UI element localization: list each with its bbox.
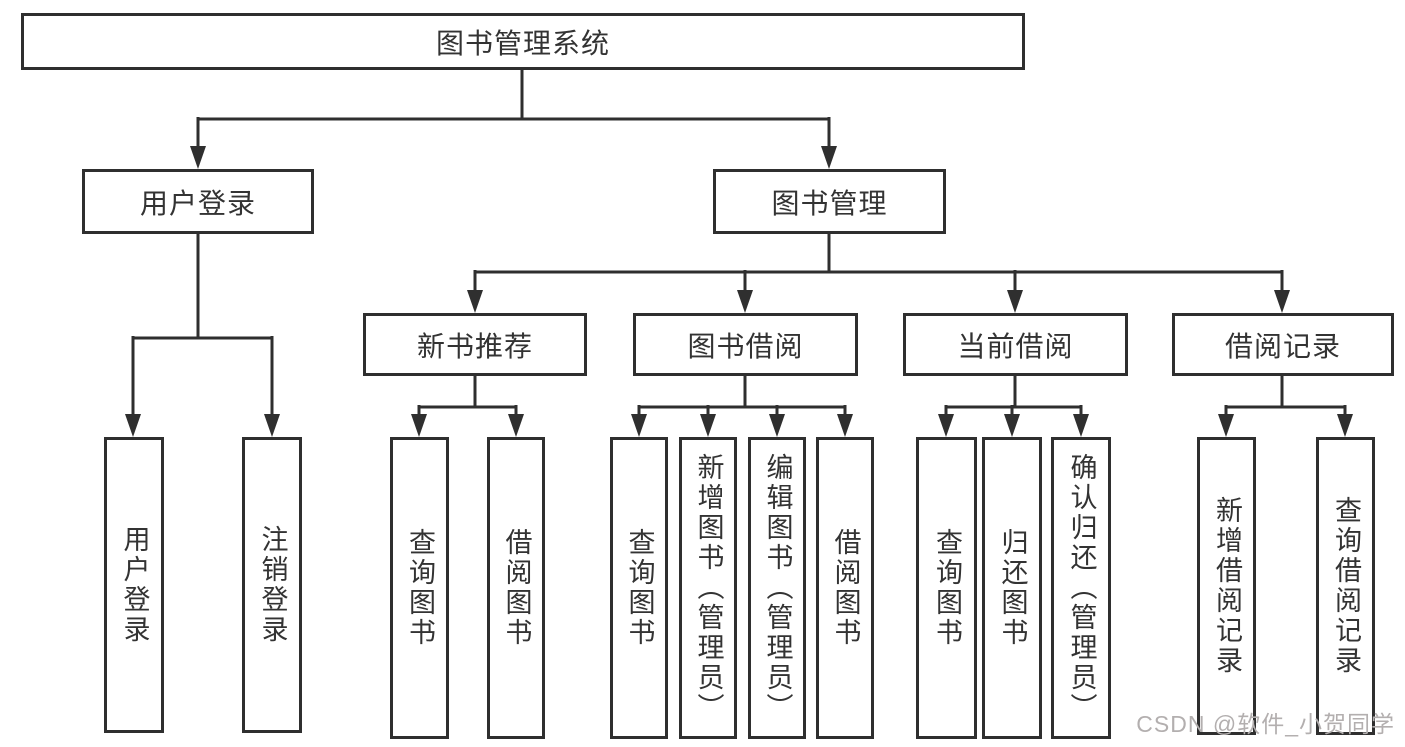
node-current-borrowing: 当前借阅 [903,313,1128,376]
leaf-query-books-current: 查询图书 [916,437,977,739]
leaf-user-login: 用户登录 [104,437,164,733]
leaf-return-book: 归还图书 [982,437,1042,739]
node-book-management: 图书管理 [713,169,946,234]
leaf-query-books-recommend: 查询图书 [390,437,449,739]
leaf-borrow-books-borrowing: 借阅图书 [816,437,874,739]
leaf-confirm-return-admin: 确认归还（管理员） [1051,437,1111,739]
leaf-query-borrow-record: 查询借阅记录 [1316,437,1375,735]
leaf-add-borrow-record: 新增借阅记录 [1197,437,1256,735]
node-borrowing-records: 借阅记录 [1172,313,1394,376]
leaf-logout: 注销登录 [242,437,302,733]
node-book-borrowing: 图书借阅 [633,313,858,376]
leaf-borrow-books-recommend: 借阅图书 [487,437,545,739]
leaf-add-book-admin: 新增图书（管理员） [679,437,737,739]
leaf-query-books-borrowing: 查询图书 [610,437,668,739]
node-user-login: 用户登录 [82,169,314,234]
leaf-edit-book-admin: 编辑图书（管理员） [748,437,806,739]
node-library-system: 图书管理系统 [21,13,1025,70]
csdn-watermark: CSDN @软件_小贺同学 [1136,711,1395,737]
node-new-book-recommend: 新书推荐 [363,313,587,376]
